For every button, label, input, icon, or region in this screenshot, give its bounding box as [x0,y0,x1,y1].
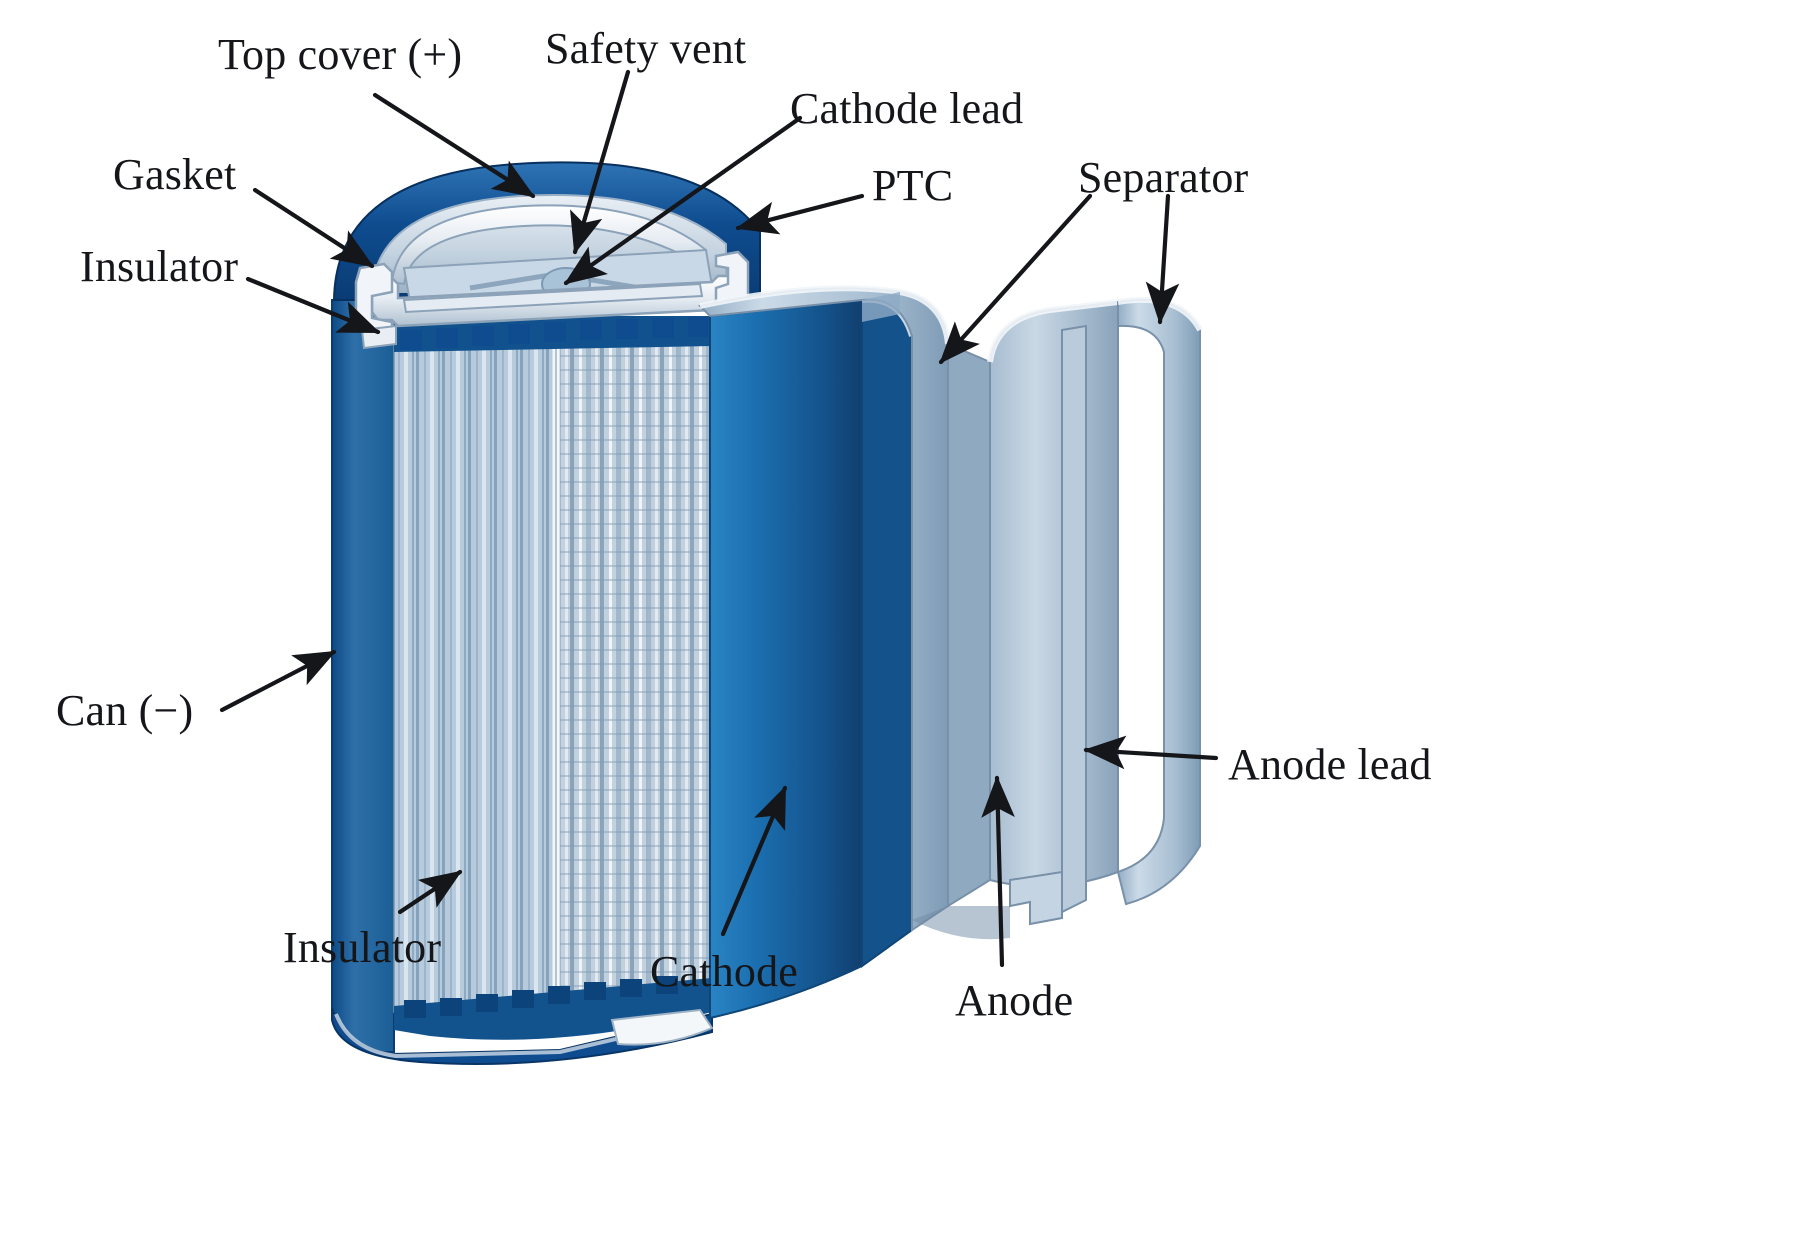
label-top-cover: Top cover (+) [218,30,463,79]
leader-anode [981,775,1015,968]
label-can-neg: Can (−) [56,686,194,735]
jellyroll-unrolled [697,285,1203,1020]
bottom-insulator-shape [610,1008,714,1046]
label-safety-vent: Safety vent [545,24,747,73]
label-anode: Anode [955,976,1074,1025]
separator-sheet-2 [1116,298,1201,906]
label-ptc: PTC [872,161,954,210]
leader-safety-vent [570,69,631,255]
label-separator: Separator [1078,153,1249,202]
anode-lead-shape [1061,324,1087,914]
leader-insulator-top [245,276,381,335]
leader-gasket [252,187,375,269]
leader-top-cover [372,92,536,199]
leader-can-neg [219,649,337,713]
leader-cathode-lead [563,115,803,286]
can-body [331,299,714,1065]
label-gasket: Gasket [113,150,237,199]
leader-insulator-bot [397,869,463,915]
leader-separator-2 [1145,193,1180,325]
leader-cathode [720,785,788,937]
cap-assembly [332,161,761,350]
cathode-lead-shape [402,282,704,314]
leader-anode-lead [1083,735,1219,770]
label-cathode-lead: Cathode lead [790,84,1024,133]
leader-separator [938,193,1093,365]
label-cathode: Cathode [650,947,799,996]
label-insulator-bot: Insulator [283,923,442,972]
leader-ptc [735,193,865,235]
label-anode-lead: Anode lead [1228,740,1432,789]
anode-sheet [989,300,1119,888]
label-insulator-top: Insulator [80,242,239,291]
leader-lines [219,69,1219,968]
